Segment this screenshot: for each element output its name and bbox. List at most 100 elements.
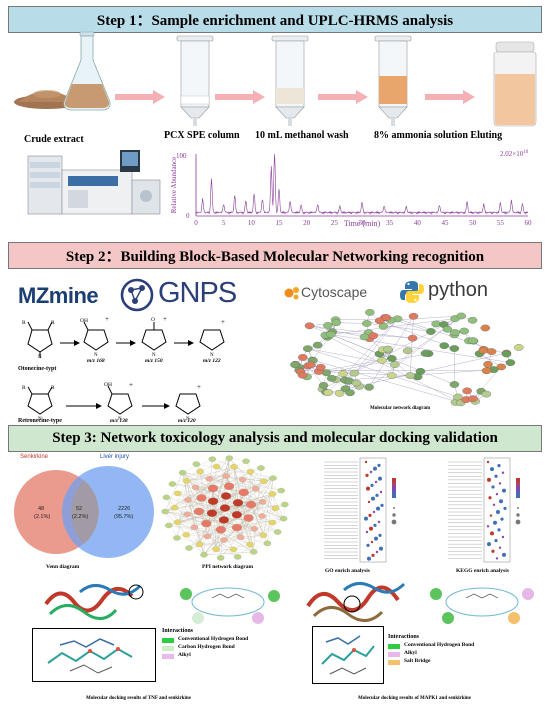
svg-text:N: N [38,417,42,422]
vial-icon [493,41,537,127]
ppi-edge [263,478,274,536]
network-node [312,341,323,349]
enrichment-dot [366,543,370,547]
ppi-node [182,532,190,538]
otonecine-label: Otonecine-typt [18,366,57,372]
mapk1-2d-interaction-map [430,587,534,624]
network-node [439,342,449,350]
tnf-interactions-title: Interactions [162,628,193,634]
ppi-node [231,511,242,519]
spe-column-wash-icon [271,35,309,126]
crude-extract-label: Crude extract [24,134,84,145]
python-logo-icon [400,281,424,303]
network-node [390,361,400,368]
tnf-ligand-structure [47,638,133,674]
mapk1-legend-swatch-3 [388,660,400,665]
colorbar-swatch [516,494,520,498]
ppi-edge [196,463,264,536]
enrichment-dot [369,470,373,474]
colorbar-swatch [392,490,396,494]
enrichment-dot [488,496,492,500]
mapk1-legend-3: Salt Bridge [404,658,431,664]
venn-diagram [14,466,154,558]
tnf-protein-ribbon [44,584,144,620]
ppi-node [271,505,280,511]
svg-text:+: + [163,315,167,323]
ppi-edge [199,471,213,514]
ppi-edge [188,507,226,549]
ppi-node [165,522,173,529]
x-tick-label: 10 [248,219,256,227]
enrichment-dot [494,538,498,543]
reaction-arrow-icon [66,403,102,409]
ppi-edge [240,478,274,538]
ppi-edge [168,525,241,538]
x-tick-label: 60 [525,219,533,227]
enrichment-dot [366,486,370,491]
network-node [368,332,379,340]
ppi-node [193,507,205,516]
ppi-edge [212,488,276,509]
ammonia-eluting-label: 8% ammonia solution Eluting [374,130,503,141]
ppi-node [195,541,204,547]
ppi-node [191,484,200,491]
network-node [316,363,326,371]
tnf-legend-3: Alkyl [178,652,191,658]
mapk1-legend-1: Conventional Hydrogen Bond [404,642,475,648]
enrichment-dot [502,552,506,557]
fragment-120-structure: + N [175,383,201,422]
network-node [449,345,460,352]
mz168-label: m/z 168 [87,358,105,364]
network-node [426,328,436,335]
ppi-node [250,525,259,532]
arrow-icon [115,90,165,104]
kegg-caption: KEGG enrich analysis [456,568,509,574]
svg-text:OH: OH [80,318,88,324]
network-node [383,345,393,353]
ppi-node [220,537,228,543]
enrichment-dot [499,499,503,504]
ppi-node [196,468,204,475]
ppi-edge [216,466,263,502]
venn-right-label: Liver injury [100,454,130,460]
ppi-edge [211,513,225,541]
ppi-edge [182,472,254,553]
x-tick-label: 35 [386,219,394,227]
ppi-edge [165,472,183,512]
enrichment-dot [377,520,381,524]
ppi-node [230,463,238,470]
mzmine-logo: MZmine [18,283,99,308]
colorbar-swatch [516,486,520,490]
ppi-node [161,508,169,515]
venn-left-count: 48 [38,506,45,512]
ppi-edge [176,480,187,538]
x-axis-label: Time (min) [344,219,381,228]
network-node [349,369,360,377]
ppi-node [263,540,272,547]
step2-banner: Step 2：Building Block-Based Molecular Ne… [8,242,542,269]
ppi-node [250,549,258,555]
network-node [338,370,348,377]
svg-text:R: R [51,320,55,326]
methanol-wash-label: 10 mL methanol wash [255,130,349,141]
network-node [459,327,469,335]
ppi-node [201,519,212,528]
enrichment-dot [376,506,380,511]
ppi-node [219,504,231,512]
ppi-node [184,497,192,503]
ppi-node [215,526,226,534]
ppi-edge [182,472,202,499]
enrichment-dot [498,546,502,549]
network-edge [307,348,467,400]
enrichment-dot [496,510,500,514]
network-node [326,374,337,382]
retronecine-label-visible: Retronecine-type [18,418,62,424]
network-node [449,381,460,388]
network-node [514,344,524,351]
ppi-edge [237,502,278,533]
ppi-edge [212,458,235,467]
size-legend-dot [392,513,396,517]
ppi-node [208,456,217,462]
ppi-edge [177,488,214,523]
